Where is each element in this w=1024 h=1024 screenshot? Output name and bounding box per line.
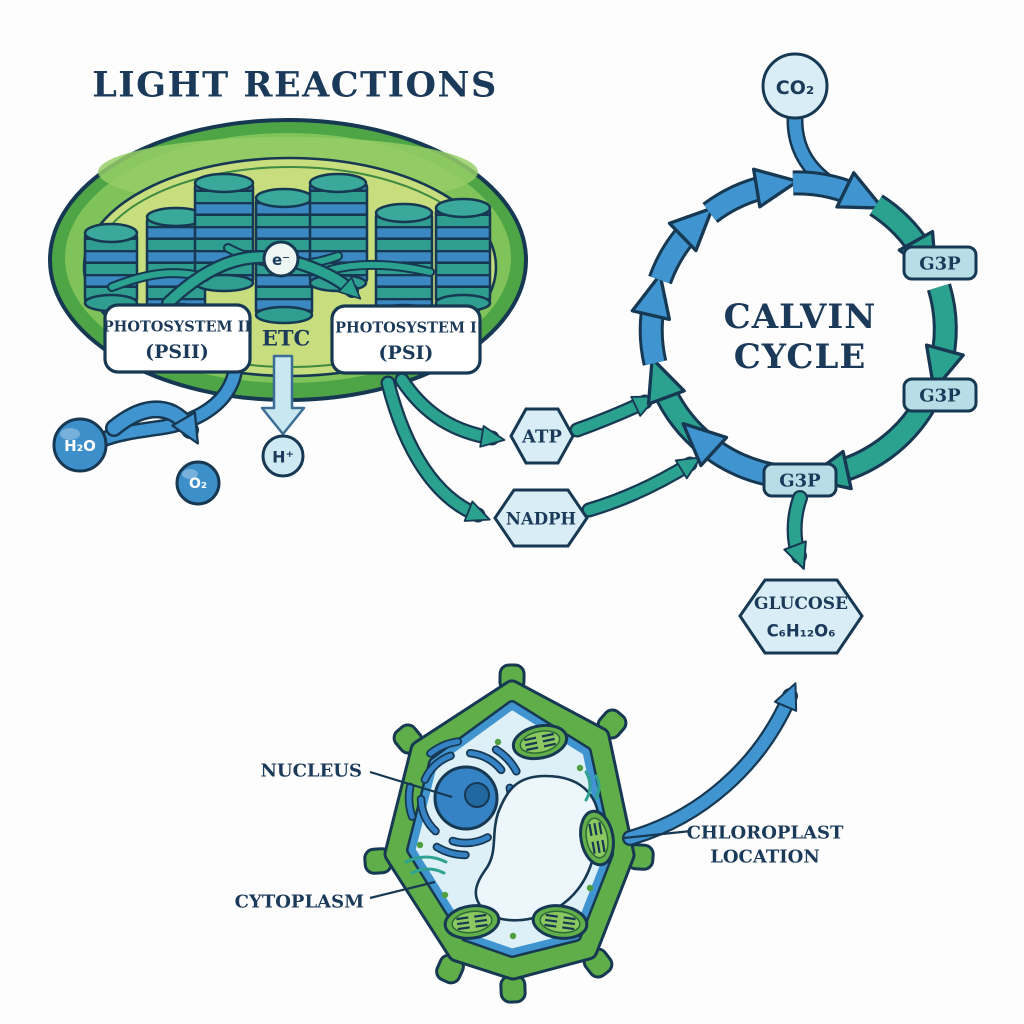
cycle-arrow-top	[792, 171, 885, 210]
cell-chloroplasts	[443, 723, 615, 940]
atp-label: ATP	[521, 427, 562, 448]
g3p-right-label: G3P	[919, 386, 961, 407]
g3p-to-glucose-arrow	[783, 490, 808, 570]
etc-label: ETC	[262, 326, 310, 351]
cell-chloroplast	[579, 809, 615, 867]
psii-label-line2: (PSII)	[145, 341, 209, 363]
nucleus-pointer-line	[369, 770, 453, 799]
cycle-arrow-left-bottom	[646, 356, 707, 447]
psi-label-line2: (PSI)	[379, 342, 434, 364]
g3p-bottom-label: G3P	[779, 471, 821, 492]
page-title: LIGHT REACTIONS	[92, 65, 498, 106]
g3p-box-top: G3P	[902, 245, 978, 281]
cytoplasm-label: CYTOPLASM	[235, 892, 364, 913]
psi-to-atp-arrow	[396, 374, 506, 448]
psi-label-box: PHOTOSYSTEM I (PSI)	[330, 304, 482, 375]
glucose-hexagon: GLUCOSE C₆H₁₂O₆	[738, 578, 864, 655]
hplus-label: H⁺	[272, 448, 294, 467]
nadph-hexagon: NADPH	[493, 488, 589, 548]
plant-cell-illustration	[363, 663, 655, 1004]
chloroplast-location-label-line1: CHLOROPLAST	[687, 823, 844, 844]
cell-chloroplast	[511, 723, 569, 761]
cytoplasm-granules	[416, 738, 594, 940]
co2-molecule: CO₂	[761, 52, 829, 120]
atp-to-cycle-arrow	[569, 394, 658, 438]
o2-highlight	[182, 469, 198, 479]
nadph-label: NADPH	[506, 510, 576, 529]
psi-output-arrows	[380, 372, 506, 523]
o2-molecule: O₂	[175, 460, 221, 506]
electron-label: e⁻	[272, 251, 290, 269]
atp-hexagon: ATP	[509, 407, 575, 465]
o2-label: O₂	[189, 476, 207, 492]
psii-label-line1: PHOTOSYSTEM II	[103, 319, 252, 336]
cycle-arrow-right	[924, 284, 965, 392]
cycle-arrow-top-left	[704, 167, 800, 221]
chloroplast-location-pointer-line	[623, 829, 692, 840]
water-splitting-arrows	[94, 364, 243, 448]
cytoskeleton-squiggles	[404, 770, 601, 875]
psi-label-line1: PHOTOSYSTEM I	[335, 320, 477, 337]
granum-stack	[83, 222, 139, 313]
cycle-arrow-upper-left	[651, 206, 715, 284]
h2o-to-o2-arrow	[107, 402, 200, 445]
g3p-box-right: G3P	[902, 377, 978, 413]
cycle-arrow-bottom-right	[805, 399, 934, 491]
nadph-to-cycle-arrow	[581, 456, 702, 518]
h2o-highlight	[60, 428, 80, 440]
glucose-label-line1: GLUCOSE	[754, 594, 848, 614]
hplus-molecule: H⁺	[261, 434, 305, 478]
co2-label: CO₂	[776, 77, 814, 99]
electron-circle	[262, 240, 300, 278]
cell-callouts: NUCLEUS CYTOPLASM CHLOROPLAST LOCATION	[235, 761, 844, 913]
granum-stack	[434, 197, 492, 313]
g3p-top-label: G3P	[919, 254, 961, 275]
calvin-cycle-title-line2: CYCLE	[734, 337, 867, 377]
cell-chloroplast	[443, 904, 501, 940]
h2o-label: H₂O	[64, 437, 96, 455]
glucose-label-line2: C₆H₁₂O₆	[767, 622, 836, 641]
cytoplasm-pointer-line	[369, 880, 436, 900]
nucleolus	[464, 782, 490, 808]
nucleus-label: NUCLEUS	[260, 761, 362, 782]
psii-label-box: PHOTOSYSTEM II (PSII)	[103, 303, 252, 374]
psi-to-nadph-arrow	[382, 377, 491, 522]
cycle-arrow-left	[630, 273, 672, 366]
chloroplast-location-label-line2: LOCATION	[710, 847, 820, 868]
etc-to-hplus-arrow	[260, 354, 306, 436]
calvin-cycle-title-line1: CALVIN	[724, 297, 877, 337]
h2o-molecule: H₂O	[52, 417, 108, 473]
cell-wall-spikes	[363, 663, 655, 1004]
chloroplast-to-glucose-arrow	[622, 682, 798, 846]
cell-chloroplast	[531, 904, 589, 940]
